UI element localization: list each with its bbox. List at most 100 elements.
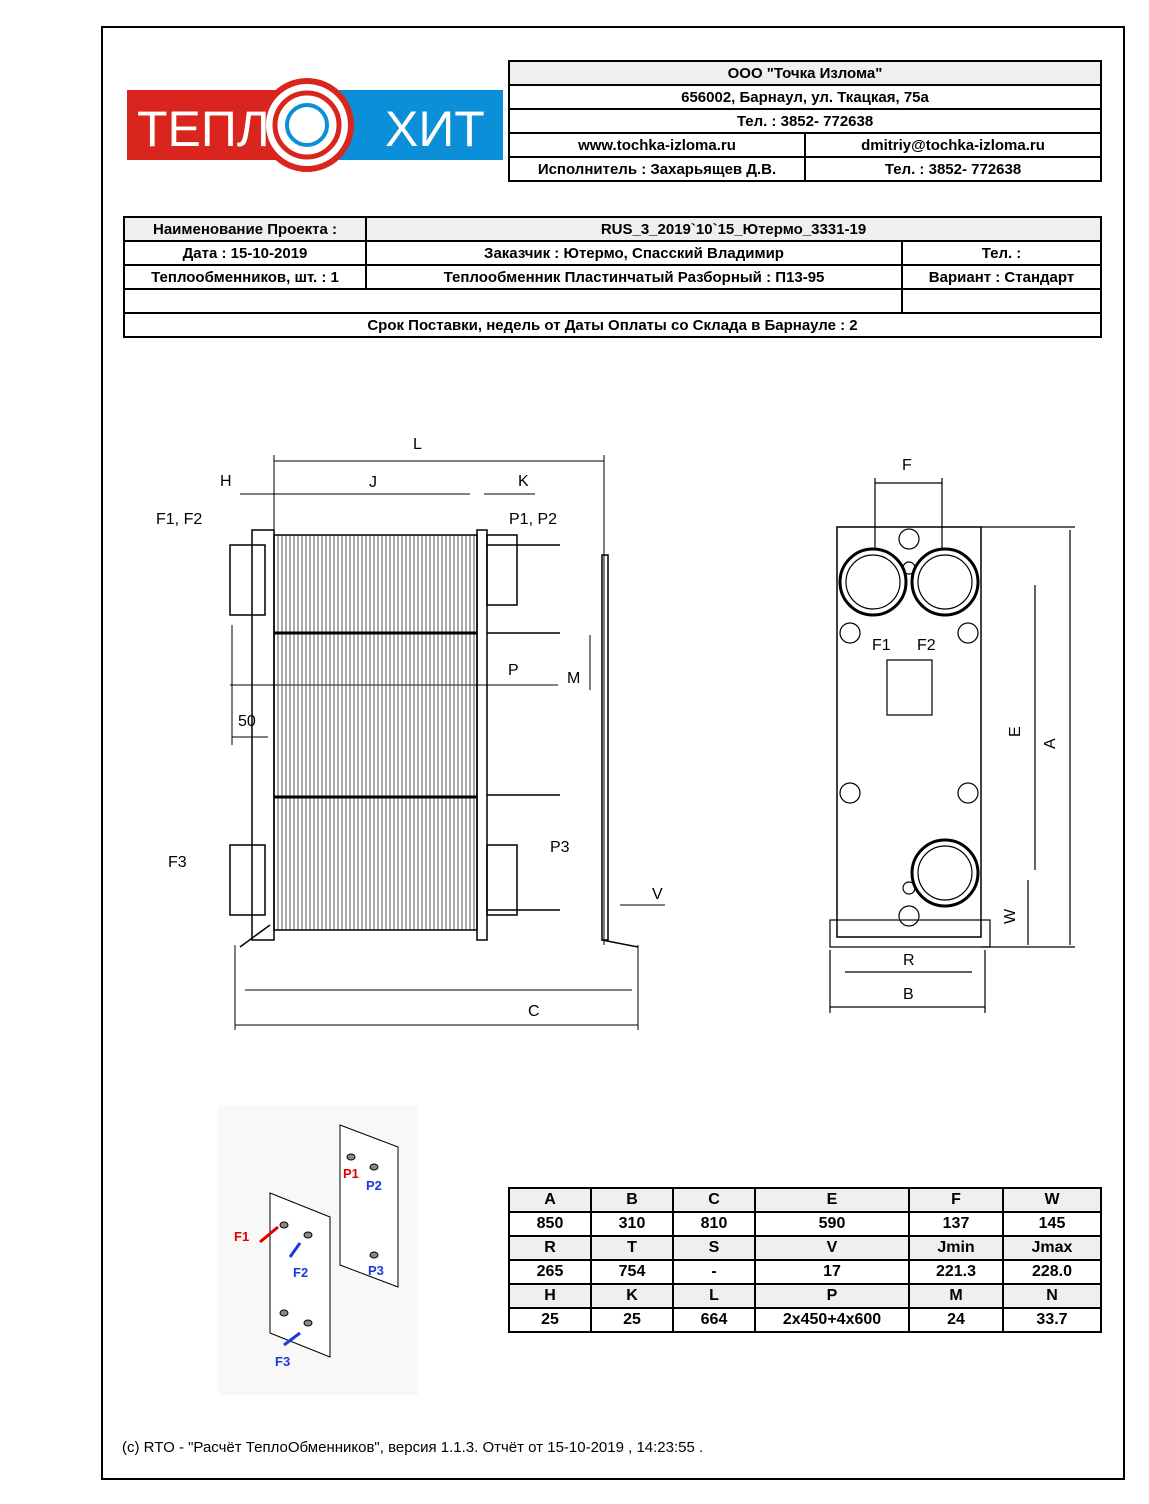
dims-value: 137	[908, 1211, 1004, 1237]
page-frame	[101, 26, 1125, 1480]
iso-label-P1: P1	[343, 1166, 359, 1181]
dims-value: 310	[590, 1211, 674, 1237]
dims-value: 754	[590, 1259, 674, 1285]
dim-label-H: H	[220, 473, 232, 490]
heat-exchanger-body	[229, 529, 639, 948]
dims-header: E	[754, 1187, 910, 1213]
svg-text:ТЕПЛ: ТЕПЛ	[137, 101, 270, 157]
dims-header: C	[672, 1187, 756, 1213]
dims-header: Jmin	[908, 1235, 1004, 1261]
side-view-drawing: L H J K F1, F2 P1, P2 P M 50 F3 P3 V C	[156, 436, 665, 1030]
company-address: 656002, Барнаул, ул. Ткацкая, 75а	[508, 84, 1102, 110]
empty-cell	[123, 288, 903, 314]
dims-value: 664	[672, 1307, 756, 1333]
port-label-P1-P2: P1, P2	[509, 511, 557, 528]
iso-label-F3: F3	[275, 1354, 290, 1369]
dim-label-B: B	[903, 986, 914, 1003]
dim-label-V: V	[652, 886, 663, 903]
customer-phone: Тел. :	[901, 240, 1102, 266]
dims-header: W	[1002, 1187, 1102, 1213]
dims-value: 25	[508, 1307, 592, 1333]
dim-label-J: J	[369, 474, 377, 491]
dims-value: 228.0	[1002, 1259, 1102, 1285]
iso-label-P2: P2	[366, 1178, 382, 1193]
svg-text:ХИТ: ХИТ	[385, 101, 485, 157]
footer-note: (c) RTO - "Расчёт ТеплоОбменников", верс…	[122, 1439, 704, 1456]
dim-label-L: L	[413, 436, 422, 453]
dim-label-K: K	[518, 473, 529, 490]
dims-value: 25	[590, 1307, 674, 1333]
project-name-label: Наименование Проекта :	[123, 216, 367, 242]
dims-header: Jmax	[1002, 1235, 1102, 1261]
variant: Вариант : Стандарт	[901, 264, 1102, 290]
dim-label-C: C	[528, 1003, 540, 1020]
dim-label-A: A	[1042, 738, 1059, 749]
dim-label-W: W	[1002, 908, 1019, 924]
dims-header: N	[1002, 1283, 1102, 1309]
dims-value: 810	[672, 1211, 756, 1237]
port-label-F1-F2: F1, F2	[156, 511, 202, 528]
exchanger-model: Теплообменник Пластинчатый Разборный : П…	[365, 264, 903, 290]
dims-header: R	[508, 1235, 592, 1261]
front-view-drawing: F F1 F2 E A W R B	[829, 457, 1075, 1013]
project-table: Наименование Проекта :RUS_3_2019`10`15_Ю…	[123, 216, 1102, 338]
dims-value: 33.7	[1002, 1307, 1102, 1333]
iso-label-F2: F2	[293, 1265, 308, 1280]
dim-label-E: E	[1007, 726, 1024, 737]
company-email[interactable]: dmitriy@tochka-izloma.ru	[804, 132, 1102, 158]
dim-label-M: M	[567, 670, 580, 687]
company-info-table: ООО "Точка Излома" 656002, Барнаул, ул. …	[508, 60, 1102, 182]
dims-header: H	[508, 1283, 592, 1309]
dim-label-R: R	[903, 952, 915, 969]
dims-value: 590	[754, 1211, 910, 1237]
project-name-value: RUS_3_2019`10`15_Ютермо_3331-19	[365, 216, 1102, 242]
company-name: ООО "Точка Излома"	[508, 60, 1102, 86]
iso-label-P3: P3	[368, 1263, 384, 1278]
company-website[interactable]: www.tochka-izloma.ru	[508, 132, 806, 158]
exchanger-count: Теплообменников, шт. : 1	[123, 264, 367, 290]
dims-value: 24	[908, 1307, 1004, 1333]
dim-label-50: 50	[238, 713, 256, 730]
teplohit-logo: ТЕПЛ ХИТ	[127, 78, 503, 172]
dims-header: K	[590, 1283, 674, 1309]
project-customer: Заказчик : Ютермо, Спасский Владимир	[365, 240, 903, 266]
port-label-F1: F1	[872, 637, 891, 654]
dims-header: L	[672, 1283, 756, 1309]
iso-label-F1: F1	[234, 1229, 249, 1244]
dims-header: S	[672, 1235, 756, 1261]
dims-header: T	[590, 1235, 674, 1261]
flow-diagram-3d: P1 P2 F1 F2 P3 F3	[218, 1105, 418, 1395]
dims-header: V	[754, 1235, 910, 1261]
dim-label-F: F	[902, 457, 912, 474]
dims-value: 221.3	[908, 1259, 1004, 1285]
dims-header: P	[754, 1283, 910, 1309]
empty-cell	[901, 288, 1102, 314]
port-label-F2: F2	[917, 637, 936, 654]
dims-header: F	[908, 1187, 1004, 1213]
dims-value: 17	[754, 1259, 910, 1285]
delivery-term: Срок Поставки, недель от Даты Оплаты со …	[123, 312, 1102, 338]
dimension-lines	[230, 455, 665, 1030]
executor-phone: Тел. : 3852- 772638	[804, 156, 1102, 182]
dim-label-P: P	[508, 662, 519, 679]
dims-value: 145	[1002, 1211, 1102, 1237]
executor: Исполнитель : Захарьящев Д.В.	[508, 156, 806, 182]
port-label-F3: F3	[168, 854, 187, 871]
dims-value: -	[672, 1259, 756, 1285]
project-date: Дата : 15-10-2019	[123, 240, 367, 266]
dims-value: 2x450+4x600	[754, 1307, 910, 1333]
dims-header: M	[908, 1283, 1004, 1309]
port-label-P3: P3	[550, 839, 570, 856]
dims-value: 265	[508, 1259, 592, 1285]
dims-header: A	[508, 1187, 592, 1213]
company-phone: Тел. : 3852- 772638	[508, 108, 1102, 134]
dims-header: B	[590, 1187, 674, 1213]
